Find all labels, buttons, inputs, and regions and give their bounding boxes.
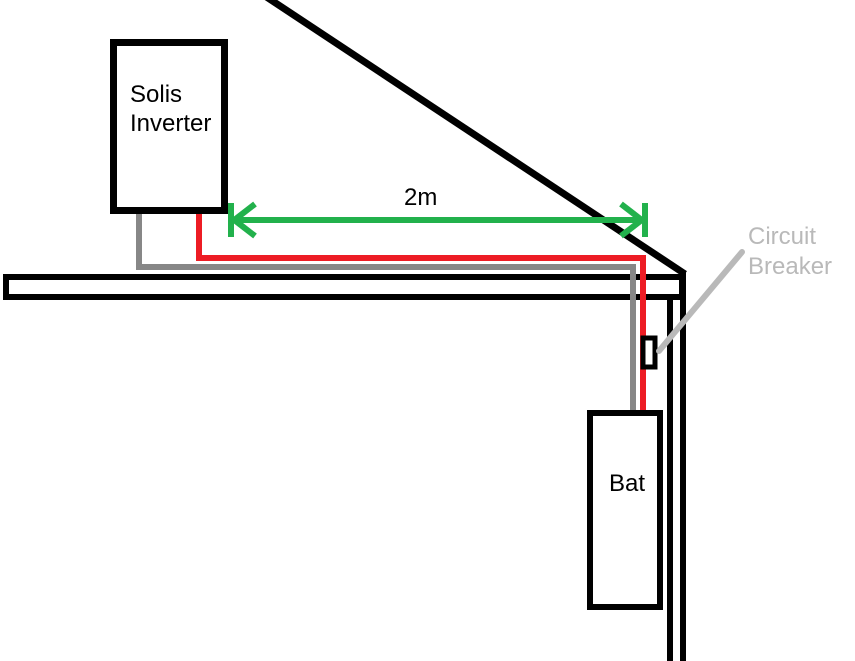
- dimension-arrow-left-head-lower: [231, 216, 257, 239]
- shelf: [3, 274, 685, 300]
- breaker-label: Circuit Breaker: [748, 222, 832, 282]
- inverter-label: Solis Inverter: [130, 80, 211, 138]
- inverter-label-line1: Solis: [130, 81, 183, 108]
- negative-wire: [136, 214, 636, 410]
- battery-box: [587, 410, 663, 610]
- breaker-label-line2: Breaker: [748, 253, 833, 280]
- battery-label: Bat: [609, 470, 646, 497]
- roof-line: [264, 0, 687, 277]
- dimension-arrow: [228, 201, 648, 239]
- inverter-box: [110, 39, 228, 214]
- distance-label: 2m: [404, 184, 438, 211]
- breaker-label-line1: Circuit: [748, 223, 817, 250]
- dimension-arrow-right-head-lower: [619, 216, 645, 239]
- inverter-label-line2: Inverter: [130, 110, 212, 137]
- breaker-box: [640, 335, 658, 370]
- positive-wire: [196, 214, 646, 410]
- breaker-pointer-line: [656, 249, 745, 354]
